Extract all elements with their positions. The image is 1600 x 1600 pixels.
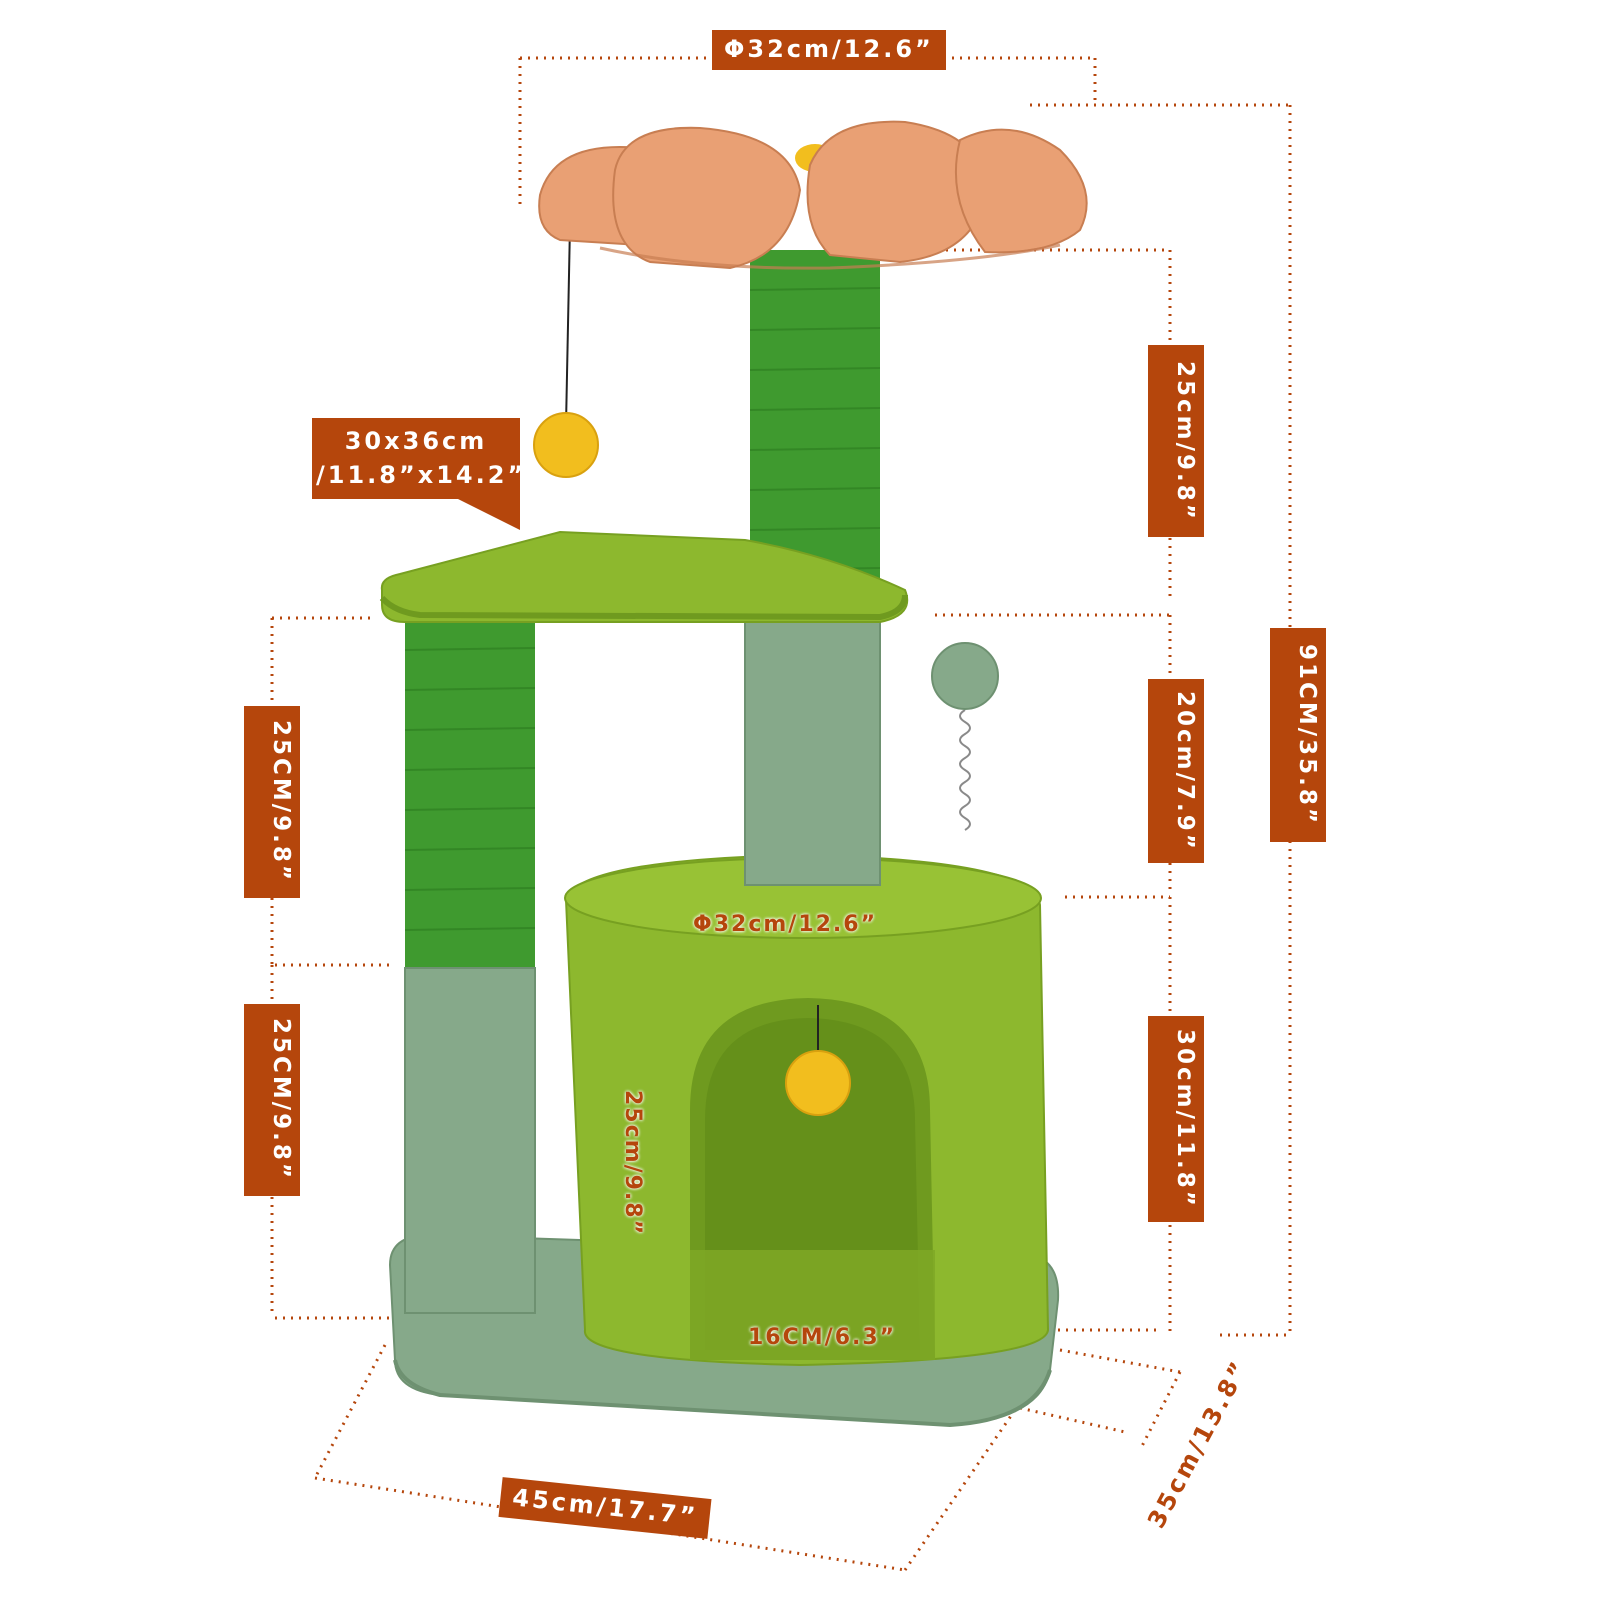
label-platform-size: 30x36cm /11.8”x14.2”	[312, 418, 527, 500]
label-left-lower-post: 25CM/9.8”	[244, 1004, 300, 1196]
sage-pompom-toy	[931, 642, 999, 710]
flower-top-perch	[538, 120, 1088, 270]
toy-string	[565, 224, 571, 426]
upper-sisal-post	[750, 250, 880, 600]
yellow-pompom-toy-top	[533, 412, 599, 478]
label-entrance-width: 16CM/6.3”	[748, 1325, 897, 1350]
label-top-post-height: 25cm/9.8”	[1148, 345, 1204, 537]
callout-pointer	[450, 495, 520, 530]
label-total-height: 91CM/35.8”	[1270, 628, 1326, 842]
label-entrance-height: 25cm/9.8”	[620, 1090, 645, 1237]
leaf-platform	[380, 530, 909, 623]
label-platform-size-line2: /11.8”x14.2”	[316, 460, 527, 489]
left-plush-post-lower	[404, 967, 536, 1314]
label-left-upper-post: 25CM/9.8”	[244, 706, 300, 898]
label-condo-height: 30cm/11.8”	[1148, 1016, 1204, 1222]
label-top-diameter: Φ32cm/12.6”	[712, 30, 946, 70]
label-condo-diameter: Φ32cm/12.6”	[693, 912, 878, 937]
label-platform-size-line1: 30x36cm	[344, 427, 488, 455]
label-middle-post: 20cm/7.9”	[1148, 679, 1204, 863]
spring-icon	[959, 709, 971, 831]
middle-plush-post	[744, 609, 881, 886]
left-sisal-post-upper	[405, 620, 535, 970]
yellow-pompom-toy-condo	[785, 1050, 851, 1116]
